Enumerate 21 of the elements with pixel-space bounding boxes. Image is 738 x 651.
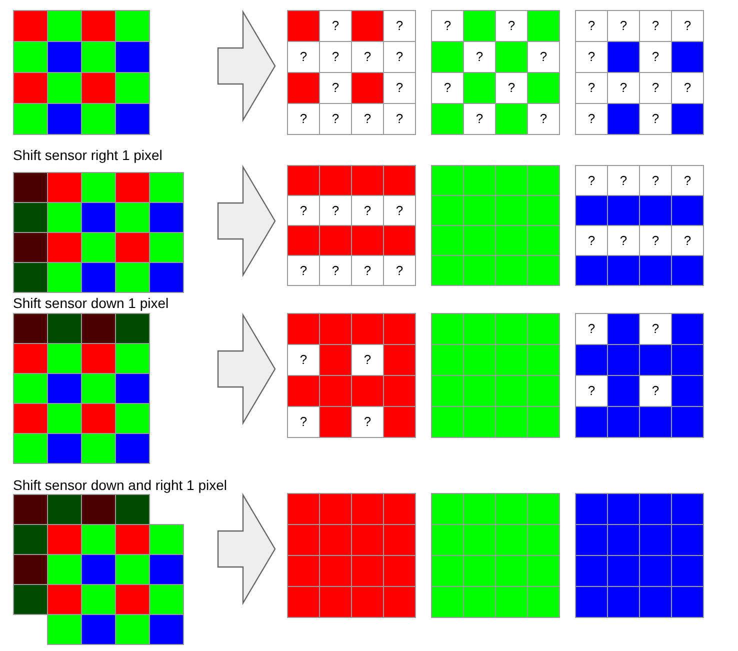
block-arrow xyxy=(217,492,276,606)
unknown-pixel: ? xyxy=(575,103,608,135)
unknown-pixel: ? xyxy=(575,165,608,196)
unknown-pixel: ? xyxy=(287,406,320,438)
block-arrow xyxy=(217,10,276,122)
unknown-pixel: ? xyxy=(287,255,320,286)
unknown-pixel: ? xyxy=(671,10,704,42)
block-arrow xyxy=(217,312,276,426)
unknown-pixel: ? xyxy=(575,10,608,42)
unknown-pixel: ? xyxy=(383,255,416,286)
unknown-pixel: ? xyxy=(671,165,704,196)
unknown-pixel: ? xyxy=(527,103,560,135)
unknown-pixel: ? xyxy=(383,10,416,42)
unknown-pixel: ? xyxy=(383,103,416,135)
unknown-pixel: ? xyxy=(431,10,464,42)
block-arrow xyxy=(217,164,276,278)
unknown-pixel: ? xyxy=(287,103,320,135)
row-caption: Shift sensor down and right 1 pixel xyxy=(13,477,228,493)
unknown-pixel: ? xyxy=(575,313,608,345)
row-caption: Shift sensor down 1 pixel xyxy=(13,295,169,311)
row-caption: Shift sensor right 1 pixel xyxy=(13,147,162,163)
